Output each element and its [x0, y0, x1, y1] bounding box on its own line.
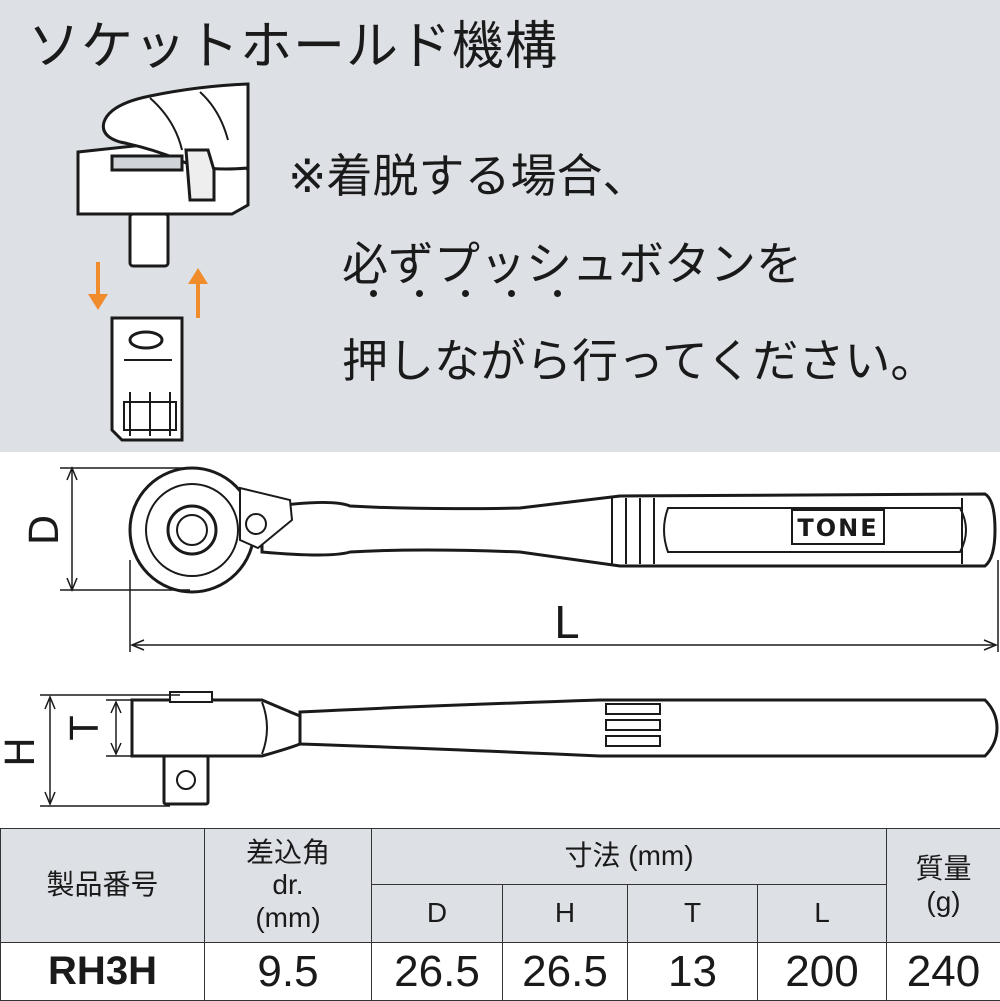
- cell-t: 13: [628, 943, 758, 1001]
- header-h: H: [503, 885, 628, 943]
- cell-h: 26.5: [503, 943, 628, 1001]
- header-t: T: [628, 885, 758, 943]
- cell-drive: 9.5: [205, 943, 372, 1001]
- header-model: 製品番号: [1, 829, 205, 943]
- dimension-t-label: T: [63, 716, 107, 741]
- cell-mass: 240: [887, 943, 1000, 1001]
- dimension-t: [106, 700, 134, 756]
- header-d: D: [372, 885, 503, 943]
- spec-table: 製品番号 差込角 dr. (mm) 寸法 (mm) 質量 (g) D H T L…: [0, 828, 1000, 1001]
- down-arrow-icon: [88, 262, 108, 310]
- dimension-h-label: H: [0, 737, 44, 767]
- header-mass: 質量 (g): [887, 829, 1000, 943]
- cell-d: 26.5: [372, 943, 503, 1001]
- socket-hold-illustration: [78, 84, 248, 440]
- cell-l: 200: [758, 943, 887, 1001]
- header-drive-line3: (mm): [205, 902, 371, 934]
- up-arrow-icon: [188, 268, 208, 318]
- dimension-l-label: L: [554, 598, 579, 649]
- cell-model: RH3H: [1, 943, 205, 1001]
- brand-label: TONE: [797, 514, 878, 542]
- header-l: L: [758, 885, 887, 943]
- header-dims: 寸法 (mm): [372, 829, 887, 885]
- header-mass-line1: 質量: [887, 853, 1000, 885]
- header-mass-line2: (g): [887, 886, 1000, 918]
- header-drive-line1: 差込角: [205, 837, 371, 869]
- ratchet-side-view: [132, 692, 997, 804]
- header-drive: 差込角 dr. (mm): [205, 829, 372, 943]
- table-row: RH3H 9.5 26.5 26.5 13 200 240: [1, 943, 1000, 1001]
- header-model-text: 製品番号: [46, 869, 158, 900]
- header-drive-line2: dr.: [205, 869, 371, 901]
- dimension-d-label: D: [22, 515, 68, 546]
